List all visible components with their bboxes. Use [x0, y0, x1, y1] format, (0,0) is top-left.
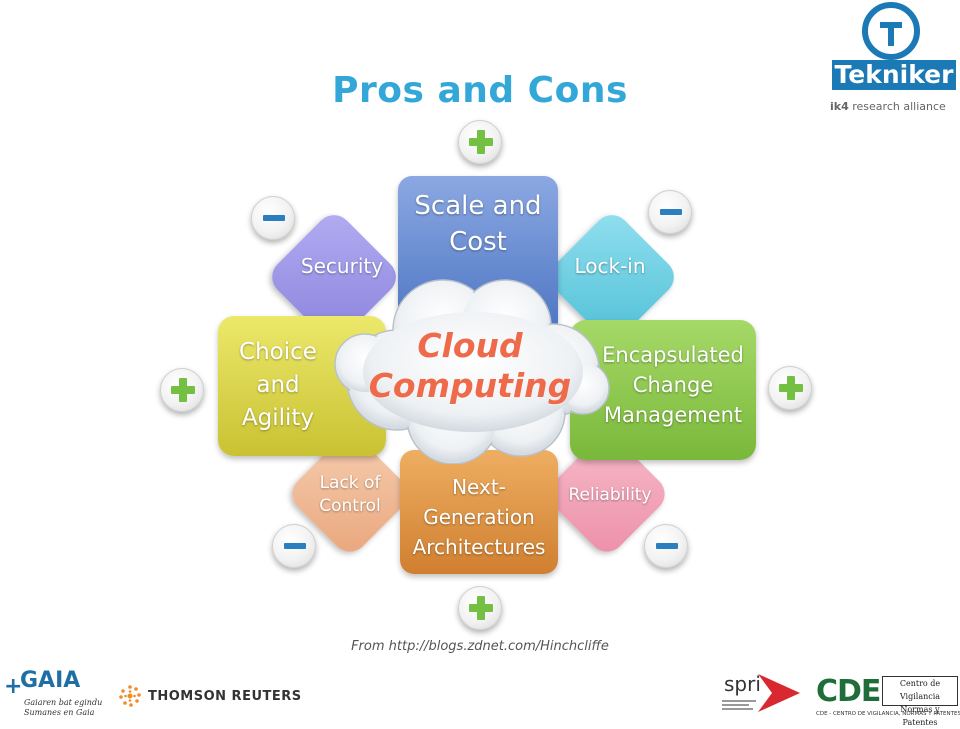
gaia-plus-icon: +: [4, 674, 23, 699]
tile-choice-line1: Choice: [239, 339, 317, 365]
cde-name: CDE: [816, 674, 881, 709]
tile-encapsulated-line2: Change: [632, 373, 714, 397]
tile-choice-line3: Agility: [241, 405, 315, 431]
minus-badge-security: [251, 196, 295, 240]
tile-next-generation-architectures: Next- Generation Architectures: [400, 450, 558, 574]
thomson-reuters-dots-icon: [119, 685, 141, 707]
spri-fine-print: [722, 698, 756, 714]
spri-arrow-icon: [758, 674, 800, 712]
gaia-tagline: Gaiaren bat egindu Sumanes en Gaia: [24, 698, 124, 718]
tile-reliability-label: Reliability: [568, 485, 652, 505]
plus-icon-h: [469, 138, 493, 146]
tile-nextgen-line2: Generation: [423, 505, 535, 529]
tekniker-logo: Tekniker ik4 research alliance: [826, 2, 960, 122]
gaia-tagline-line1: Gaiaren bat egindu: [24, 698, 103, 707]
minus-icon: [660, 209, 682, 215]
tile-choice-line2: and: [256, 372, 300, 398]
tile-scale-line1: Scale and: [414, 191, 542, 221]
minus-badge-lock-in: [648, 190, 692, 234]
cde-box-line1: Centro de Vigilancia: [899, 679, 941, 701]
tile-encapsulated-line3: Management: [603, 403, 743, 427]
cloud-computing-label: Cloud Computing: [345, 326, 595, 406]
tile-lock-in-label: Lock-in: [574, 254, 646, 278]
source-credit: From http://blogs.zdnet.com/Hinchcliffe: [351, 639, 609, 654]
cloud-line2: Computing: [368, 366, 572, 405]
tekniker-tagline-prefix: ik4: [830, 100, 849, 113]
gaia-tagline-line2: Sumanes en Gaia: [24, 708, 95, 717]
tile-lack-of-control-label: Lack of Control: [305, 472, 395, 518]
tile-nextgen-line3: Architectures: [412, 535, 546, 559]
minus-icon: [263, 215, 285, 221]
tekniker-name: Tekniker: [832, 60, 956, 90]
plus-badge-choice: [160, 368, 204, 412]
tekniker-t-icon: [880, 22, 902, 46]
tile-scale-line2: Cost: [449, 227, 507, 257]
tile-lack-of-control-line2: Control: [319, 496, 381, 516]
cloud-line1: Cloud: [417, 326, 523, 365]
plus-badge-scale-cost: [458, 120, 502, 164]
tile-encapsulated-line1: Encapsulated: [602, 343, 744, 367]
minus-icon: [284, 543, 306, 549]
plus-icon-h: [779, 384, 803, 392]
page-title: Pros and Cons: [332, 70, 628, 111]
gaia-name: GAIA: [20, 668, 81, 693]
plus-icon-h: [171, 386, 195, 394]
cde-footer-text: CDE - CENTRO DE VIGILANCIA, NORMAS Y PAT…: [816, 711, 960, 717]
minus-badge-lack-control: [272, 524, 316, 568]
tekniker-logo-circle: [862, 2, 920, 60]
plus-badge-next-gen: [458, 586, 502, 630]
plus-badge-encapsulated: [768, 366, 812, 410]
tile-lack-of-control-line1: Lack of: [319, 473, 381, 493]
thomson-reuters-name: THOMSON REUTERS: [148, 689, 302, 704]
tile-nextgen-line1: Next-: [452, 475, 506, 499]
minus-icon: [656, 543, 678, 549]
cde-logo: CDE Centro de Vigilancia Normas y Patent…: [816, 674, 960, 727]
gaia-logo: + GAIA Gaiaren bat egindu Sumanes en Gai…: [4, 668, 114, 718]
tile-security-label: Security: [300, 254, 384, 278]
tekniker-tagline-text: research alliance: [852, 100, 946, 113]
minus-badge-reliability: [644, 524, 688, 568]
plus-icon-h: [469, 604, 493, 612]
spri-name: spri: [724, 672, 761, 696]
cde-box: Centro de Vigilancia Normas y Patentes: [882, 676, 958, 727]
tekniker-tagline: ik4 research alliance: [830, 100, 960, 113]
spri-logo: spri: [718, 668, 804, 718]
cloud-shape: [334, 279, 610, 464]
